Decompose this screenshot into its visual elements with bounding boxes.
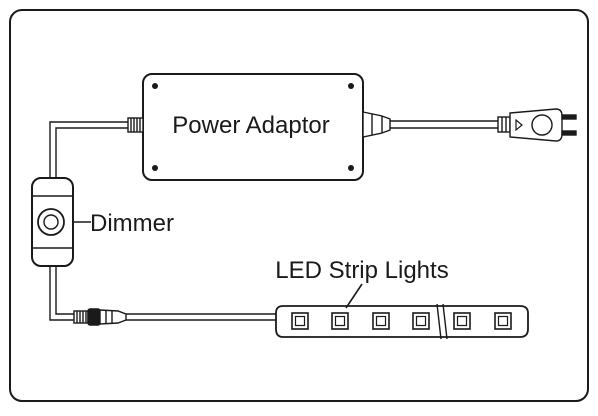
adaptor-screw-icon	[152, 165, 158, 171]
cable-adaptor-to-dimmer	[49, 121, 128, 178]
cable-dimmer-to-connector	[49, 266, 74, 321]
adaptor-screw-icon	[348, 83, 354, 89]
led-chips	[291, 312, 512, 330]
plug-cord-sleeve	[497, 116, 511, 133]
led-strip-cut-marks	[436, 303, 448, 340]
dimmer: Dimmer	[31, 177, 174, 267]
cable-connector-to-strip	[126, 313, 276, 321]
wall-plug	[497, 108, 577, 142]
dimmer-label: Dimmer	[90, 210, 174, 237]
wires	[49, 120, 498, 321]
adaptor-screw-icon	[152, 83, 158, 89]
plug-prong	[561, 130, 577, 136]
led-strip-leader-line	[345, 283, 363, 309]
adaptor-right-strain-relief	[362, 111, 391, 138]
cable-adaptor-to-plug	[388, 120, 498, 129]
led-chip-icon	[453, 312, 471, 330]
inline-connector	[73, 308, 127, 326]
power-adaptor-label: Power Adaptor	[172, 112, 329, 139]
power-adaptor: Power Adaptor	[127, 73, 391, 181]
led-chip-icon	[331, 312, 349, 330]
led-strip-body	[275, 305, 529, 338]
adaptor-left-strain-relief	[127, 117, 144, 133]
led-strip-label: LED Strip Lights	[275, 257, 448, 284]
outer-frame	[9, 9, 589, 402]
led-chip-icon	[494, 312, 512, 330]
led-chip-icon	[372, 312, 390, 330]
adaptor-screw-icon	[348, 165, 354, 171]
plug-prong	[561, 114, 577, 120]
plug-button-icon	[531, 114, 553, 136]
led-strip: LED Strip Lights	[275, 257, 529, 340]
led-chip-icon	[412, 312, 430, 330]
plug-arrow-icon	[515, 118, 523, 132]
led-chip-icon	[291, 312, 309, 330]
